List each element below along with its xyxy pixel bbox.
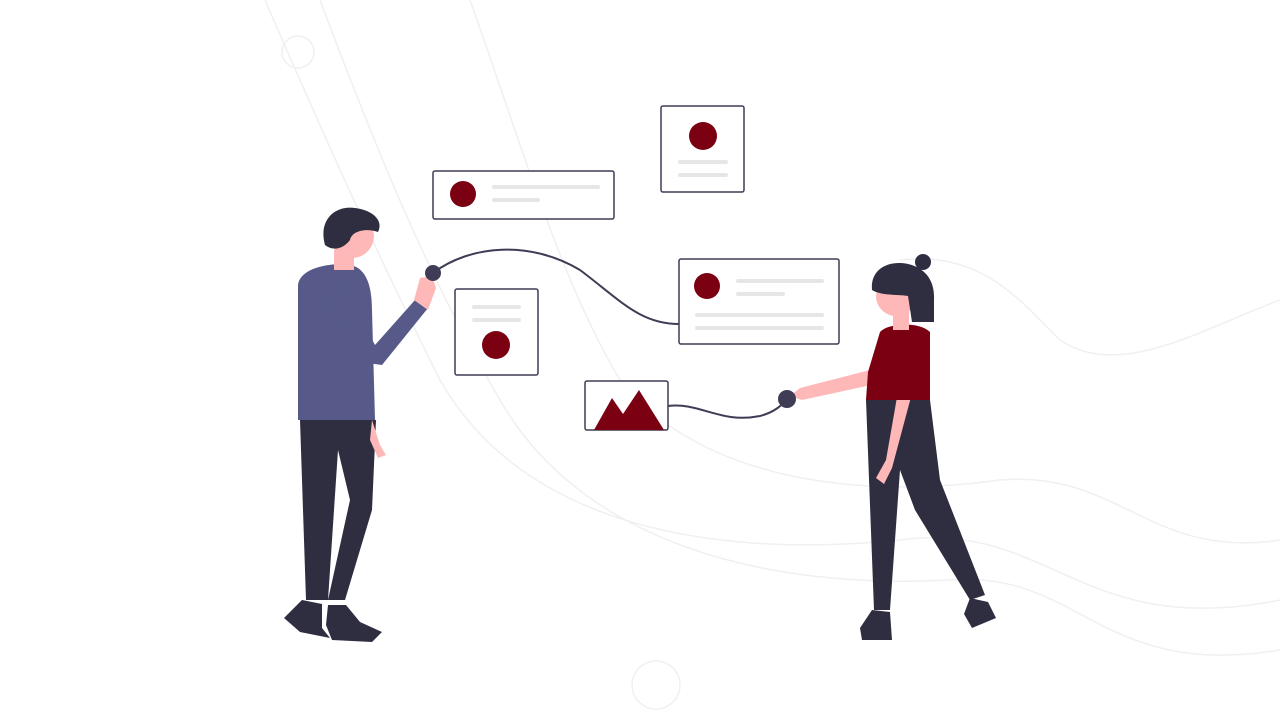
mountain-icon (594, 390, 664, 430)
card-top-wide (432, 170, 615, 220)
card-top-square (660, 105, 745, 193)
connector-cables (432, 248, 788, 419)
hair-bun (915, 254, 931, 270)
person-man (284, 207, 441, 642)
background-lines (264, 0, 1280, 710)
avatar-dot (689, 122, 717, 150)
card-right-large (678, 258, 840, 345)
avatar-dot (450, 181, 476, 207)
cable-plug (425, 265, 441, 281)
avatar-dot (482, 331, 510, 359)
cable-plug (778, 390, 796, 408)
avatar-dot (694, 273, 720, 299)
card-left-square (454, 288, 539, 376)
person-woman (778, 254, 996, 640)
card-image (584, 380, 669, 431)
